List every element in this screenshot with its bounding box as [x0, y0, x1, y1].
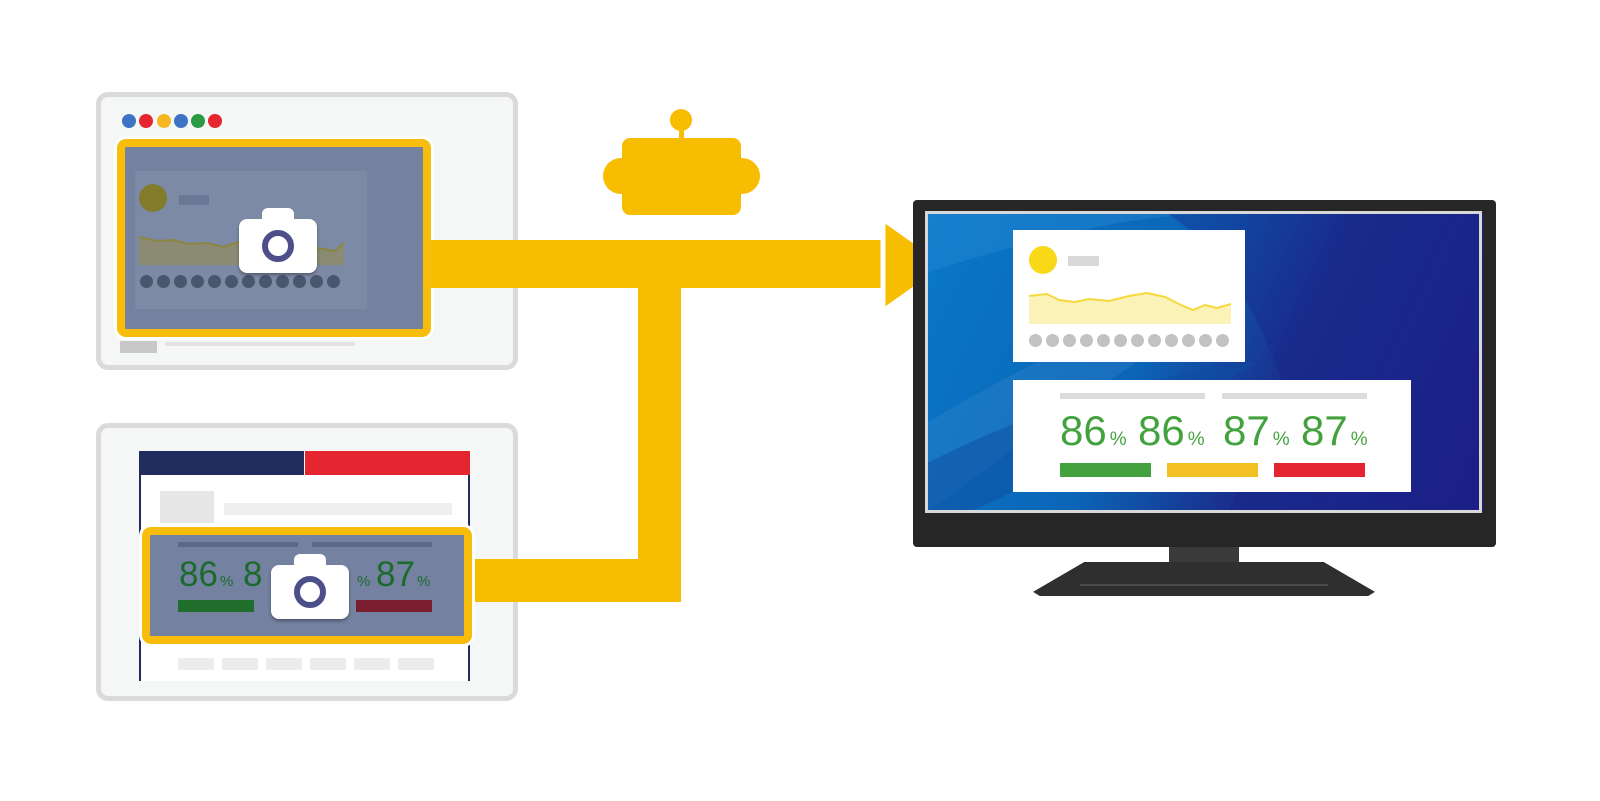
pager-dot [1148, 334, 1161, 347]
metric-label-line [1222, 393, 1367, 399]
sun-icon [1029, 246, 1057, 274]
browser-dot-icon [191, 114, 205, 128]
captured-metric: % [357, 573, 371, 590]
robot-ear-right [740, 158, 760, 194]
browser-dot-icon [139, 114, 153, 128]
label-placeholder [1068, 256, 1099, 266]
sun-icon [139, 184, 167, 212]
report-header-right [305, 451, 470, 475]
captured-metric: 8 [243, 555, 263, 594]
pager-dot [327, 275, 340, 288]
pager-dot [225, 275, 238, 288]
pager-dot [1080, 334, 1093, 347]
status-bar-red [356, 600, 432, 612]
metric-label-line [312, 542, 432, 547]
status-bar-green [1060, 463, 1151, 477]
footer-line [165, 342, 355, 346]
robot-icon [622, 138, 741, 215]
status-bar-yellow [1167, 463, 1258, 477]
footer-block [120, 341, 157, 353]
captured-metric: 87% [376, 555, 431, 594]
browser-dot-icon [174, 114, 188, 128]
pager-dot [1216, 334, 1229, 347]
status-bar-red [1274, 463, 1365, 477]
pager-dot [293, 275, 306, 288]
table-cell [398, 658, 434, 670]
pager-dot [208, 275, 221, 288]
pager-dot [1046, 334, 1059, 347]
metric-label-line [1060, 393, 1205, 399]
pager-dot [157, 275, 170, 288]
label-placeholder [179, 195, 209, 205]
camera-icon [239, 208, 317, 273]
metric-value: 87% [1223, 407, 1290, 454]
report-thumbnail [160, 491, 214, 523]
dashboard-widget-panel [1013, 230, 1245, 362]
robot-ear-left [603, 158, 623, 194]
metric-value: 87% [1301, 407, 1368, 454]
pager-dot [310, 275, 323, 288]
pager-dot [1097, 334, 1110, 347]
pager-dot [1029, 334, 1042, 347]
pager-dot [1199, 334, 1212, 347]
stand-highlight [1080, 584, 1328, 586]
camera-icon [271, 554, 349, 619]
browser-dot-icon [122, 114, 136, 128]
report-title-line [224, 503, 452, 515]
metric-value: 86% [1060, 407, 1127, 454]
pager-dot [1165, 334, 1178, 347]
browser-dot-icon [208, 114, 222, 128]
metric-label-line [178, 542, 298, 547]
pager-dot [1182, 334, 1195, 347]
pager-dot [242, 275, 255, 288]
table-cell [178, 658, 214, 670]
captured-metric: 86% [179, 555, 234, 594]
browser-dot-icon [157, 114, 171, 128]
pager-dot [1063, 334, 1076, 347]
pager-dot [259, 275, 272, 288]
flow-pipe-bottom [472, 559, 681, 602]
dashboard-metrics-panel: 86% 86% 87% 87% [1013, 380, 1411, 492]
robot-antenna-knob [670, 109, 692, 131]
robot-antenna [679, 122, 684, 140]
pager-dot [174, 275, 187, 288]
pager-dot [140, 275, 153, 288]
flow-pipe-vertical [638, 262, 681, 602]
pager-dot [276, 275, 289, 288]
table-cell [310, 658, 346, 670]
table-cell [222, 658, 258, 670]
report-header-left [139, 451, 304, 475]
pager-dot [1114, 334, 1127, 347]
capture-region-bottom: 86% 8 % 87% [142, 527, 472, 644]
pager-dot [1131, 334, 1144, 347]
table-cell [354, 658, 390, 670]
monitor-stand-neck [1169, 547, 1239, 564]
sparkline-chart [1029, 291, 1231, 324]
monitor-stand-base [1033, 562, 1375, 596]
pager-dot [191, 275, 204, 288]
metric-value: 86% [1138, 407, 1205, 454]
table-cell [266, 658, 302, 670]
status-bar-green [178, 600, 254, 612]
